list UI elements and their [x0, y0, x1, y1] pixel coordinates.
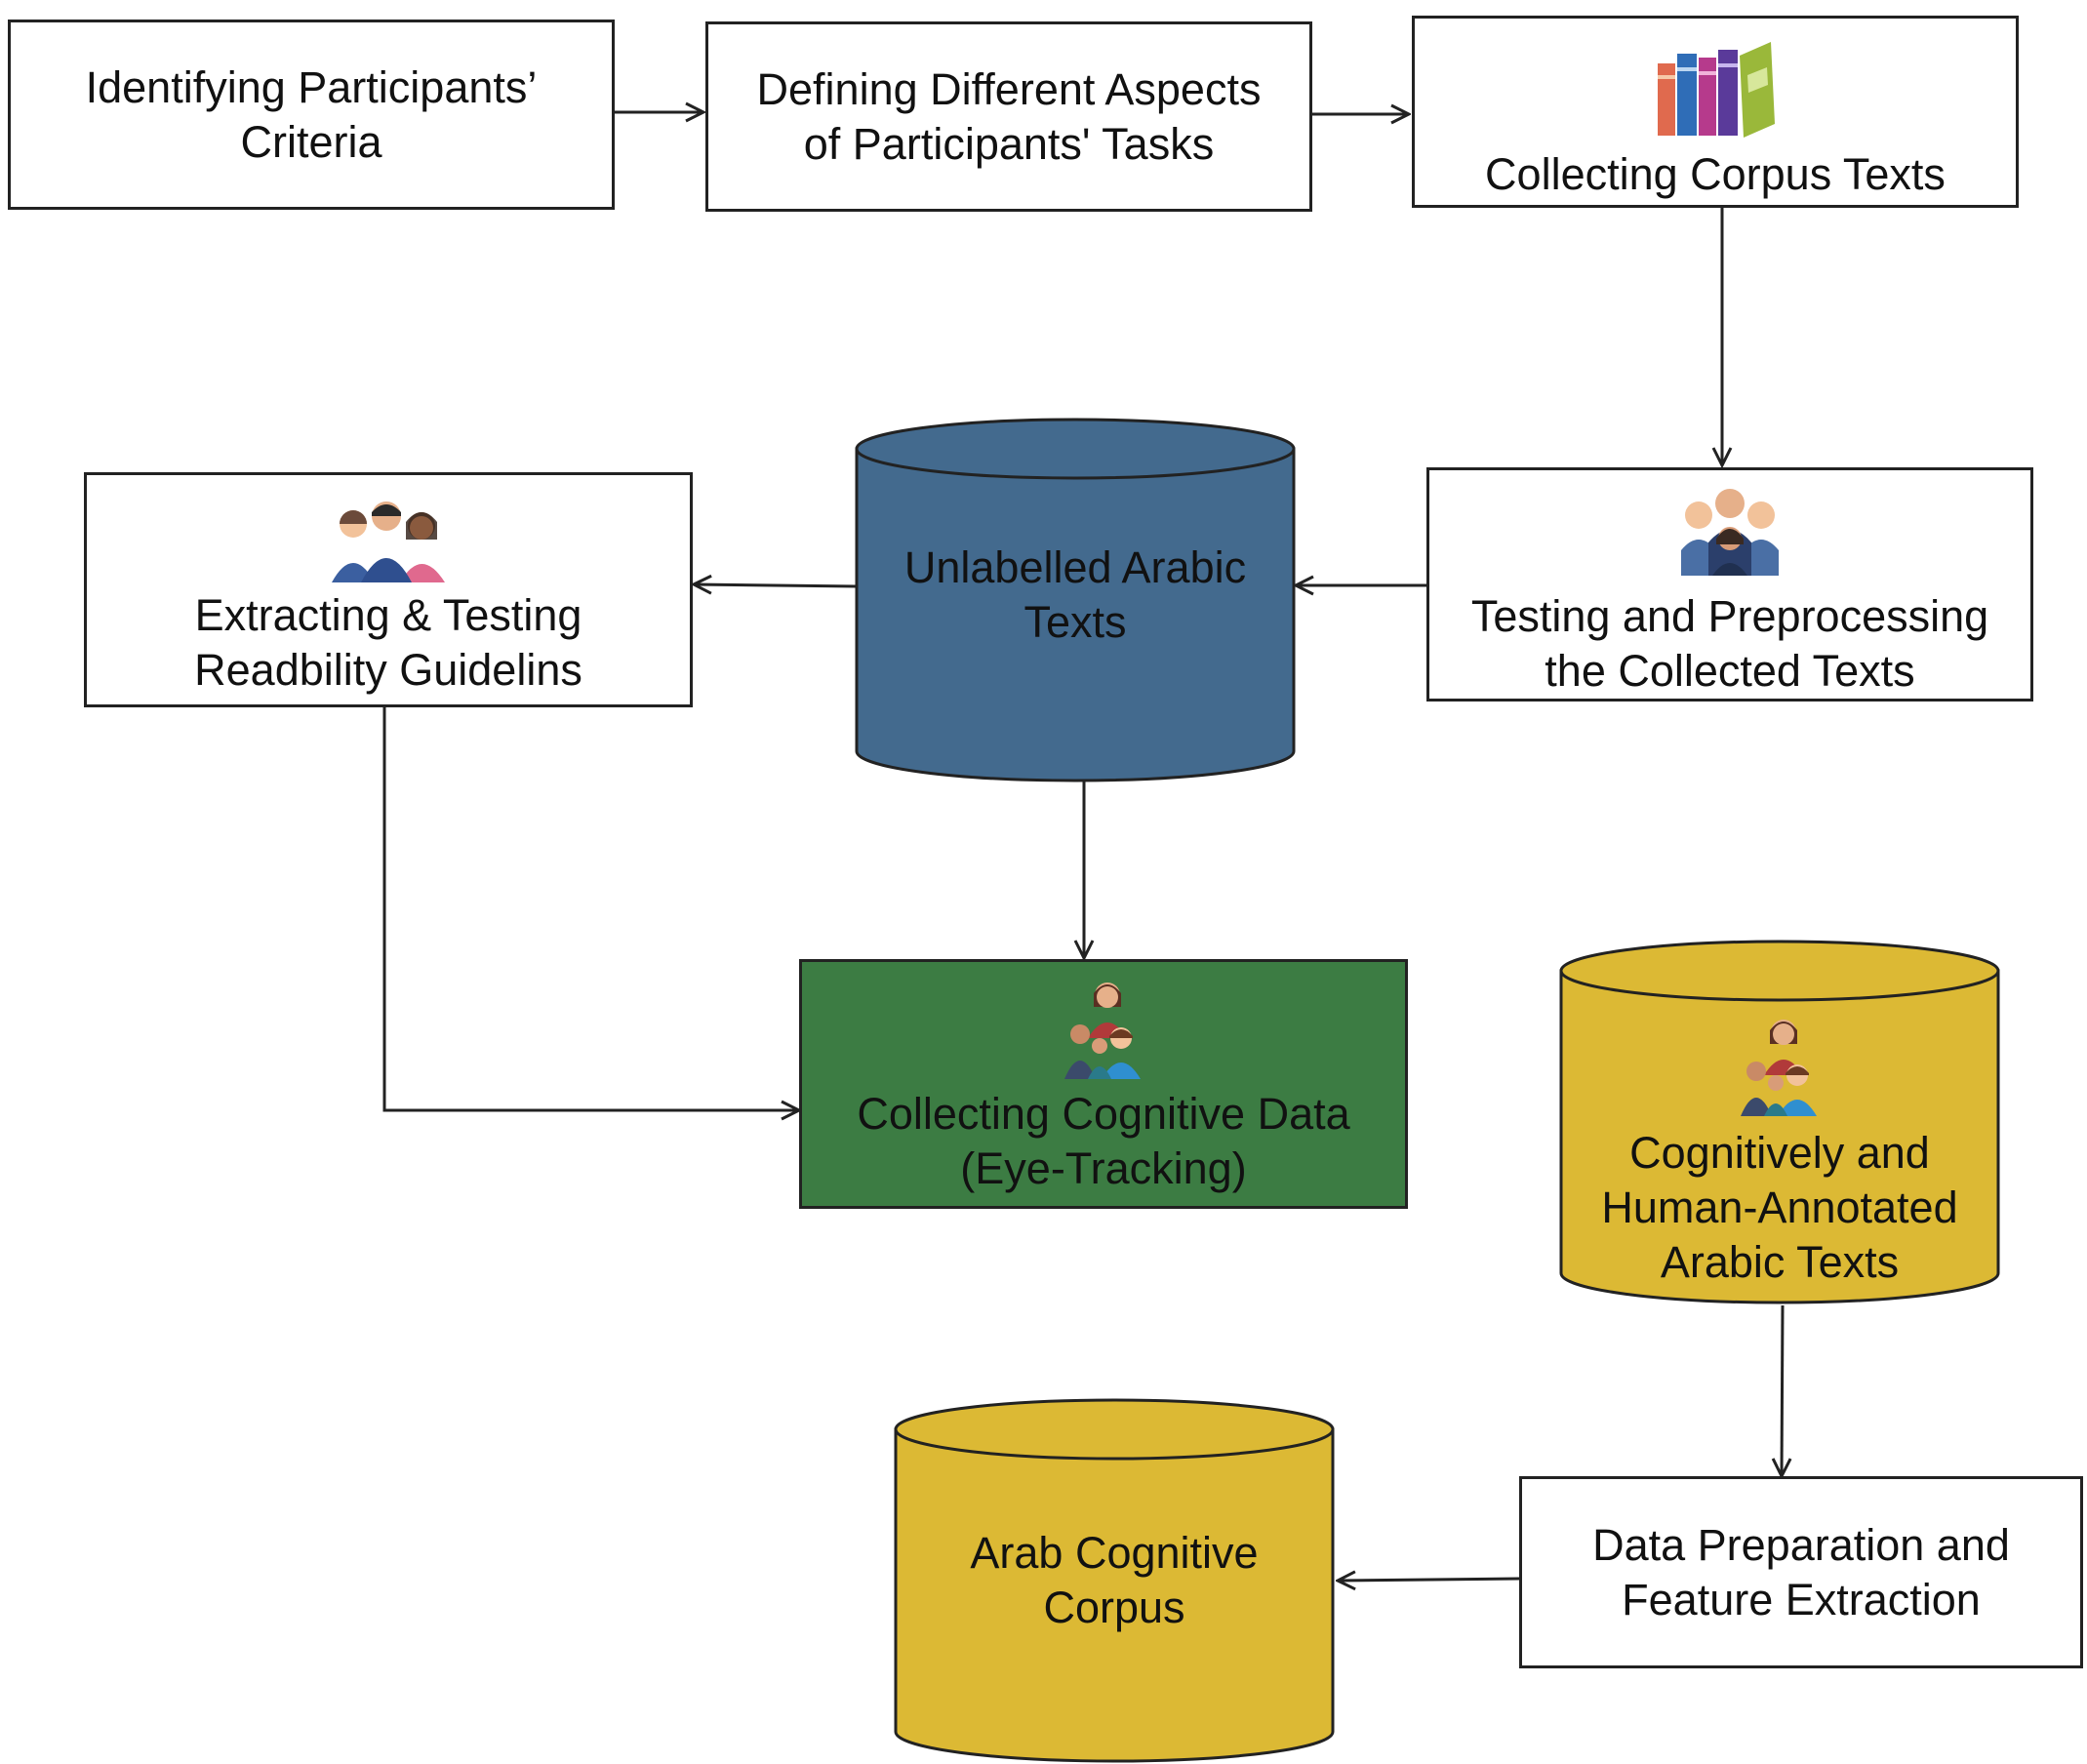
node-label: Unlabelled Arabic Texts [903, 542, 1247, 647]
edge-annotated-to-preparation [1782, 1304, 1783, 1476]
edge-unlabelled-to-extracting [694, 584, 858, 586]
cylinder-top [1559, 940, 2000, 1002]
node-label: Data Preparation and Feature Extraction [1592, 1519, 2010, 1624]
node-label: Identifying Participants’ Criteria [85, 61, 538, 167]
node-collecting-corpus-texts: Collecting Corpus Texts [1412, 16, 2019, 208]
node-collecting-cognitive-data: Collecting Cognitive Data (Eye-Tracking) [799, 959, 1408, 1209]
group-icon [1681, 489, 1779, 576]
node-data-preparation: Data Preparation and Feature Extraction [1519, 1476, 2083, 1668]
cylinder-top [894, 1398, 1335, 1461]
node-label: Cognitively and Human-Annotated Arabic T… [1601, 1128, 1958, 1287]
node-label: Defining Different Aspects of Participan… [756, 63, 1262, 169]
edge-preparation-to-corpus [1338, 1579, 1520, 1581]
cylinder-body [894, 1427, 1335, 1763]
cylinder-body [855, 447, 1296, 782]
node-identifying-criteria: Identifying Participants’ Criteria [8, 20, 615, 210]
edge-extracting-to-cognitive [382, 707, 799, 1110]
database-arab-cognitive-corpus-label-area: Arab Cognitive Corpus [896, 1483, 1333, 1678]
books-icon [1658, 42, 1775, 138]
database-annotated-texts-label-area: Cognitively and Human-Annotated Arabic T… [1561, 1015, 1998, 1298]
node-label: Collecting Corpus Texts [1485, 149, 1946, 199]
node-label: Testing and Preprocessing the Collected … [1470, 591, 1989, 696]
database-unlabelled-texts [855, 418, 1296, 782]
node-testing-preprocessing: Testing and Preprocessing the Collected … [1426, 467, 2033, 702]
people-icon [332, 501, 445, 582]
node-extracting-readability: Extracting & Testing Readbility Guidelin… [84, 472, 693, 707]
node-defining-aspects: Defining Different Aspects of Participan… [705, 21, 1312, 212]
node-label: Arab Cognitive Corpus [970, 1528, 1259, 1632]
database-annotated-texts [1559, 940, 2000, 1304]
cylinder-body [1559, 969, 2000, 1304]
database-unlabelled-texts-label-area: Unlabelled Arabic Texts [857, 507, 1294, 683]
family-icon [1741, 1020, 1817, 1116]
family-icon [1064, 982, 1141, 1079]
database-arab-cognitive-corpus [894, 1398, 1335, 1763]
cylinder-top [855, 418, 1296, 480]
node-label: Extracting & Testing Readbility Guidelin… [194, 590, 582, 695]
node-label: Collecting Cognitive Data (Eye-Tracking) [857, 1089, 1350, 1193]
